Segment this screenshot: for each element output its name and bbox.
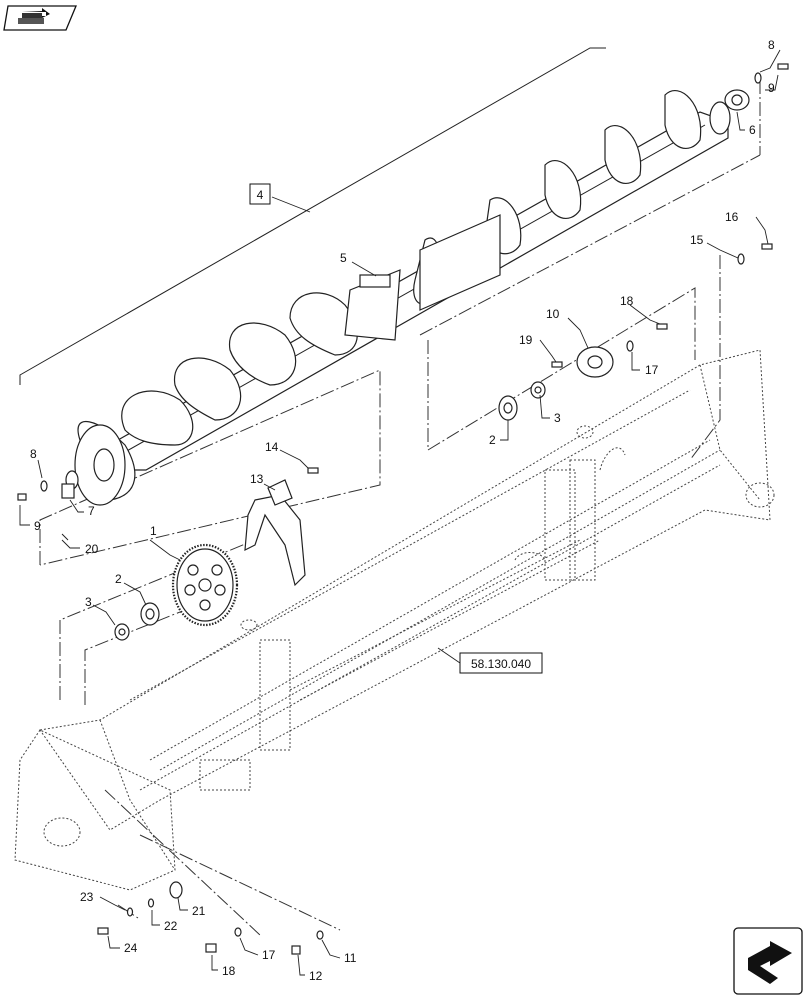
reference-link-58-130-040[interactable]: 58.130.040	[459, 652, 543, 674]
stub-shaft	[61, 470, 79, 499]
leader-line	[437, 647, 461, 664]
callout-8[interactable]: 8	[768, 38, 775, 52]
bearing	[140, 602, 160, 626]
callout-20[interactable]: 20	[85, 542, 99, 556]
alignment-line	[419, 154, 761, 336]
washer	[126, 907, 134, 917]
callout-8[interactable]: 8	[30, 447, 37, 461]
bolt	[777, 63, 789, 70]
callout-18[interactable]: 18	[620, 294, 634, 308]
washer	[147, 898, 155, 908]
reference-link-label: 58.130.040	[471, 657, 531, 671]
callout-9[interactable]: 9	[768, 81, 775, 95]
pin	[61, 533, 69, 541]
bearing	[498, 395, 518, 421]
washer	[234, 927, 242, 937]
bolt	[551, 361, 563, 368]
callout-3[interactable]: 3	[554, 411, 561, 425]
callout-22[interactable]: 22	[164, 919, 178, 933]
callout-12[interactable]: 14	[265, 440, 279, 454]
bushing	[169, 881, 183, 899]
callout-24[interactable]: 24	[124, 941, 138, 955]
flange-plate	[576, 346, 614, 378]
alignment-line	[139, 834, 341, 931]
callout-14[interactable]: 12	[309, 969, 323, 983]
callout-6[interactable]: 6	[749, 123, 756, 137]
washer	[626, 340, 634, 352]
collar	[530, 381, 546, 399]
flange-bearing	[724, 89, 750, 111]
callout-2[interactable]: 2	[115, 572, 122, 586]
washer	[316, 930, 324, 940]
callout-17[interactable]: 17	[645, 363, 659, 377]
callout-leaders	[19, 49, 781, 976]
callout-9[interactable]: 9	[34, 519, 41, 533]
callout-10[interactable]: 10	[546, 307, 560, 321]
collar	[114, 623, 130, 641]
callout-15[interactable]: 15	[690, 233, 704, 247]
bolt	[17, 493, 27, 501]
callout-23[interactable]: 23	[80, 890, 94, 904]
bolt	[97, 927, 109, 935]
washer	[737, 253, 745, 265]
callout-2[interactable]: 2	[489, 433, 496, 447]
callout-17[interactable]: 17	[262, 948, 276, 962]
sprocket	[171, 543, 239, 627]
callout-7[interactable]: 7	[88, 504, 95, 518]
callout-19[interactable]: 19	[519, 333, 533, 347]
callout-5[interactable]: 5	[340, 251, 347, 265]
auger-paddle	[344, 214, 501, 341]
callout-16[interactable]: 16	[725, 210, 739, 224]
bolt	[205, 943, 217, 953]
auger-end-disc	[74, 424, 126, 506]
callout-11[interactable]: 13	[250, 472, 264, 486]
book-arrow-icon[interactable]	[3, 5, 77, 31]
assembly-callout-4[interactable]: 4	[249, 183, 271, 205]
bolt	[761, 243, 773, 250]
alignment-line	[104, 789, 261, 936]
return-arrow-icon[interactable]	[733, 927, 803, 995]
assembly-bracket-line	[19, 47, 606, 385]
assembly-callout-label: 4	[257, 188, 264, 202]
washer	[754, 72, 762, 84]
callout-18[interactable]: 18	[222, 964, 236, 978]
stripper-bracket	[244, 479, 306, 587]
callout-labels: 5 1 2 3 14 13 8 9 7 20 8 9 6 10 19 18 17…	[30, 38, 775, 983]
callout-13[interactable]: 11	[344, 951, 357, 965]
alignment-line	[689, 255, 721, 461]
bolt	[307, 467, 319, 474]
callout-1[interactable]: 1	[150, 524, 157, 538]
alignment-line	[427, 287, 696, 451]
nut	[291, 945, 301, 955]
callout-21[interactable]: 21	[192, 904, 206, 918]
bolt	[656, 323, 668, 330]
header-frame	[14, 349, 775, 891]
washer	[40, 480, 48, 492]
callout-3[interactable]: 3	[85, 595, 92, 609]
leader-line	[271, 196, 311, 213]
